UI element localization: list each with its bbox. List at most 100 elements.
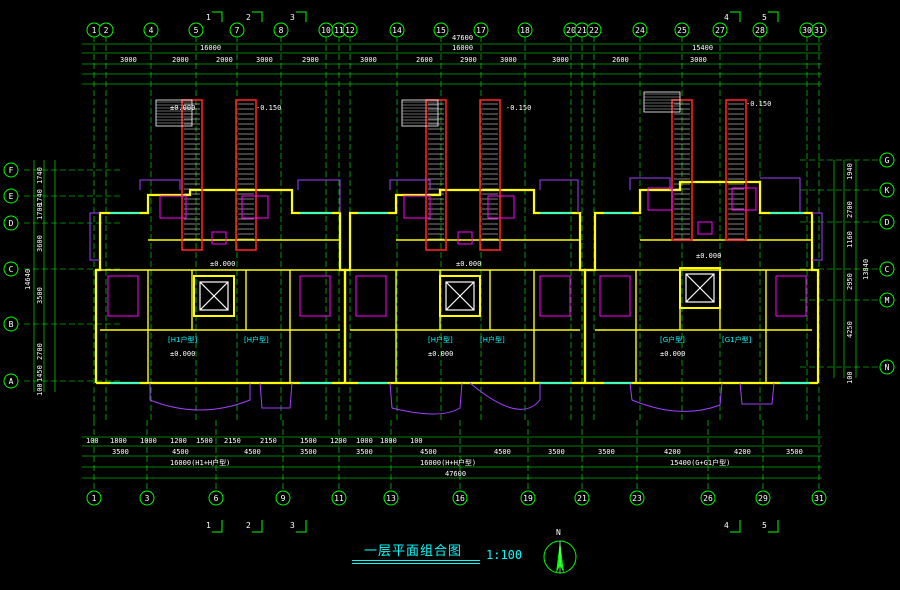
svg-text:A: A [9,377,14,386]
dim-unit-bottom-2: 16000(H+H户型) [420,458,476,467]
level-mark-7: ±0.000 [660,350,685,358]
side-dimension-lines [33,160,857,392]
svg-text:20: 20 [566,26,576,35]
dim-bottom-5: 4500 [420,448,437,456]
dim-right-4: 4250 [846,321,854,338]
svg-text:4: 4 [149,26,154,35]
dim-top-7: 2900 [460,56,477,64]
dim-right-0: 1940 [846,163,854,180]
section-mark-4: 4 [724,11,741,22]
axis-bubble-top-5: 5 [188,22,204,38]
svg-text:C: C [9,265,14,274]
axis-bubble-left-C: C [3,261,19,277]
top-dimension-lines [82,43,822,85]
north-arrow: N [543,528,577,574]
axis-bubble-top-24: 24 [632,22,648,38]
axis-bubble-bottom-6: 6 [208,490,224,506]
svg-text:13: 13 [386,494,396,503]
interior-walls [96,239,812,383]
svg-text:26: 26 [703,494,713,503]
level-mark-1: ±0.000 [170,350,195,358]
svg-text:4: 4 [724,13,729,22]
dim-top-1: 2000 [172,56,189,64]
axis-bubble-left-E: E [3,188,19,204]
dim-bottom-fine-2: 1000 [140,437,157,445]
dim-left-0: 1740 [36,167,44,184]
svg-text:30: 30 [802,26,812,35]
dim-bottom-fine-10: 1800 [380,437,397,445]
section-mark-2: 2 [246,520,263,533]
axis-bubble-right-K: K [879,182,895,198]
axis-bubble-right-G: G [879,152,895,168]
svg-text:21: 21 [577,26,587,35]
level-mark-5: -0.150 [506,104,531,112]
axis-bubble-left-F: F [3,162,19,178]
axis-bubble-top-12: 12 [342,22,358,38]
svg-text:31: 31 [814,26,824,35]
section-mark-1: 1 [206,11,223,22]
dim-bottom-1: 4500 [172,448,189,456]
svg-text:25: 25 [677,26,687,35]
axis-bubble-bottom-31: 31 [811,490,827,506]
axis-bubble-bottom-16: 16 [452,490,468,506]
level-mark-8: -0.150 [746,100,771,108]
title-underline [352,560,480,561]
level-mark-6: ±0.000 [456,260,481,268]
svg-text:5: 5 [762,13,767,22]
dim-unit-bottom-1: 16000(H1+H户型) [170,458,230,467]
unit-label-5: [G户型] [660,335,685,344]
axis-bubble-top-28: 28 [752,22,768,38]
axis-bubble-right-M: M [879,292,895,308]
svg-text:D: D [9,219,14,228]
svg-text:17: 17 [476,26,486,35]
right-total-dim: 13840 [862,259,870,280]
unit-label-6: [G1户型] [722,335,752,344]
dim-unit-top-1: 16000 [200,44,221,52]
north-label: N [556,528,561,537]
dim-bottom-2: 4500 [244,448,261,456]
dim-left-3: 3600 [36,235,44,252]
dim-total-top: 47600 [452,34,473,42]
axis-bubble-top-7: 7 [229,22,245,38]
svg-text:1: 1 [92,26,97,35]
dim-bottom-9: 4200 [664,448,681,456]
svg-text:5: 5 [762,521,767,530]
svg-text:5: 5 [194,26,199,35]
axis-bubble-bottom-13: 13 [383,490,399,506]
dim-top-0: 3000 [120,56,137,64]
dim-bottom-7: 3500 [548,448,565,456]
axis-bubble-left-D: D [3,215,19,231]
dim-bottom-6: 4500 [494,448,511,456]
svg-text:21: 21 [577,494,587,503]
dim-unit-top-2: 16000 [452,44,473,52]
left-total-dim: 14640 [24,269,32,290]
unit-label-4: [H户型] [480,335,505,344]
dim-bottom-10: 4200 [734,448,751,456]
entrance-canopies [155,91,681,127]
axis-bubble-top-8: 8 [273,22,289,38]
svg-text:19: 19 [523,494,533,503]
svg-text:31: 31 [814,494,824,503]
dim-bottom-8: 3500 [598,448,615,456]
svg-text:K: K [885,186,890,195]
svg-text:3: 3 [145,494,150,503]
svg-text:7: 7 [235,26,240,35]
section-mark-4: 4 [724,520,741,533]
section-mark-5: 5 [762,11,779,22]
axis-bubble-top-10: 10 [318,22,334,38]
dim-bottom-3: 3500 [300,448,317,456]
axis-bubble-top-18: 18 [517,22,533,38]
svg-text:18: 18 [520,26,530,35]
drawing-title: 一层平面组合图 [364,544,463,559]
dim-left-5: 2700 [36,343,44,360]
stair-treads [184,103,744,240]
svg-text:9: 9 [281,494,286,503]
dim-top-10: 2600 [612,56,629,64]
axis-bubble-bottom-1: 1 [86,490,102,506]
section-mark-5: 5 [762,520,779,533]
svg-text:12: 12 [345,26,355,35]
svg-text:1: 1 [92,494,97,503]
